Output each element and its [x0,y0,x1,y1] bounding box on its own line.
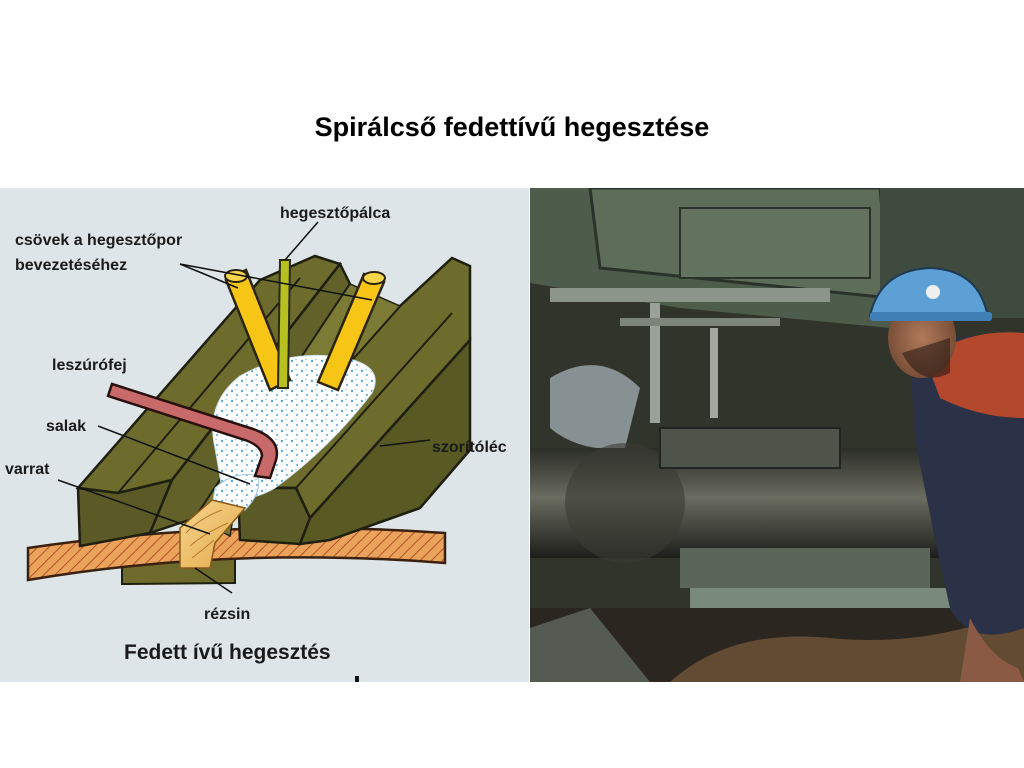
label-slag-remover: leszúrófej [52,357,127,374]
label-clamp-bar: szorítóléc [432,439,507,456]
flux-powder [212,354,376,499]
welding-machine-photo [530,188,1024,682]
leader-lines [57,221,431,594]
slide-title: Spirálcső fedettívű hegesztése [314,112,710,142]
weld-seam [179,499,247,569]
welding-wire [276,259,292,389]
label-slag: salak [46,418,86,435]
pipe-plate [26,526,447,582]
label-welding-wire: hegesztőpálca [280,205,390,222]
label-flux-tubes-line1: csövek a hegesztőpor [15,232,182,249]
welding-diagram: hegesztőpálca csövek a hegesztőpor bevez… [0,188,529,682]
slag-remover-head [106,382,279,480]
label-seam: varrat [5,461,50,478]
worker-helmet-icon [868,266,1024,682]
label-flux-tubes-line2: bevezetéséhez [15,257,127,274]
diagram-caption: Fedett ívű hegesztés [124,641,331,664]
label-copper-backing: rézsin [204,606,250,623]
